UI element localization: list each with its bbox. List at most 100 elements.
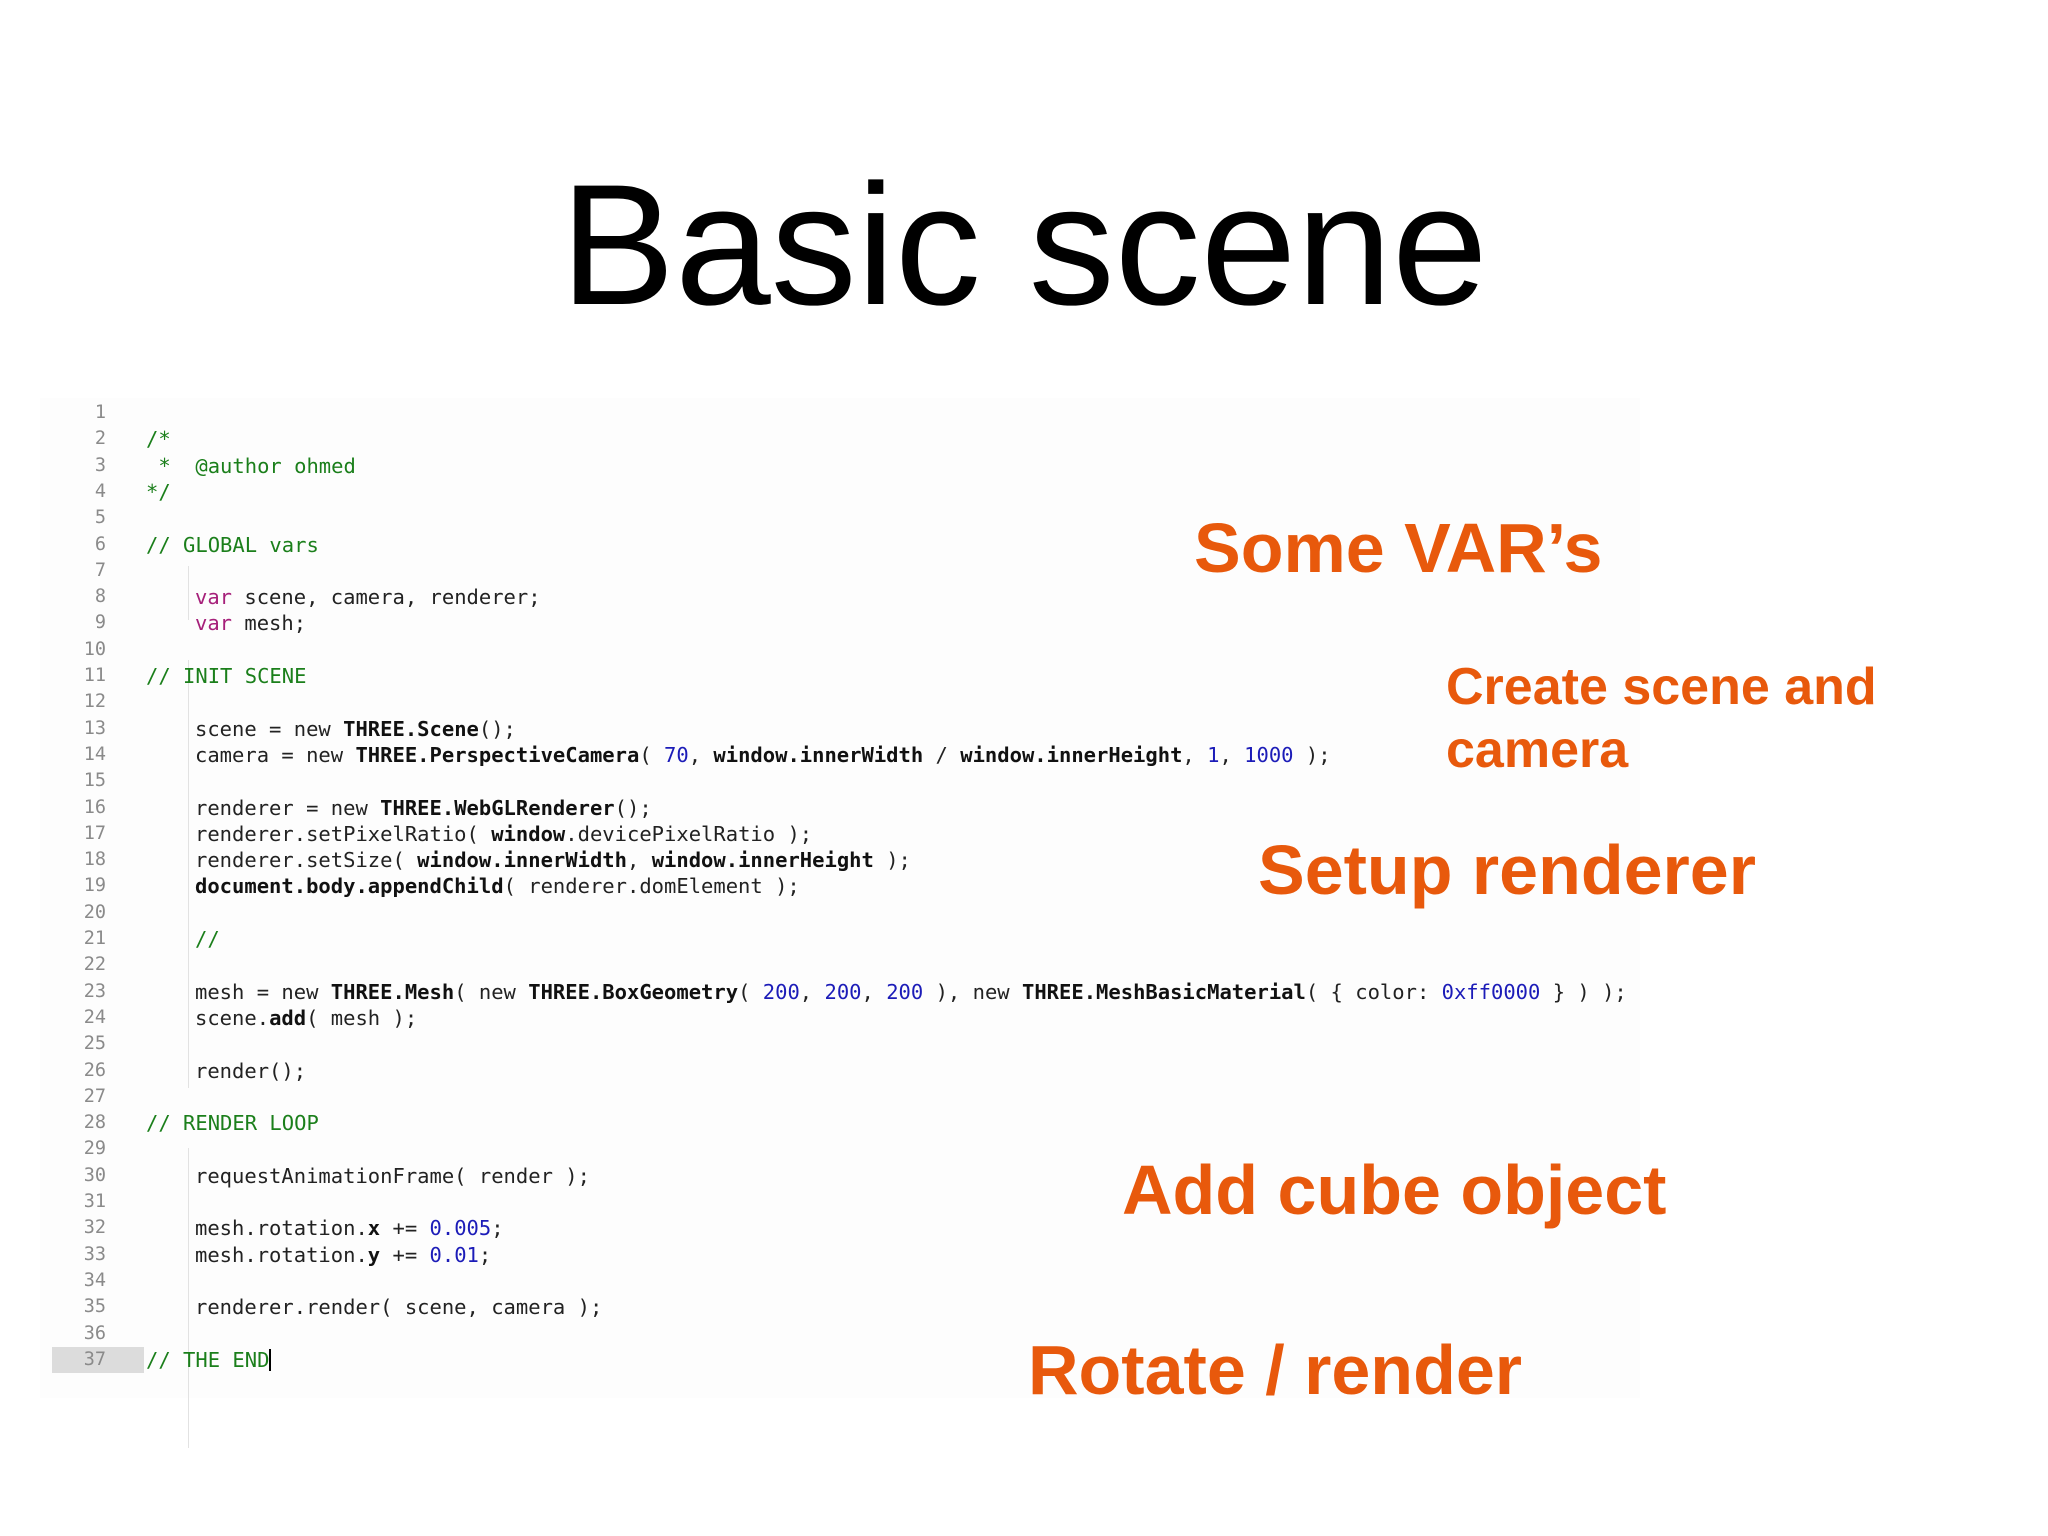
- code-token: requestAnimationFrame( render );: [195, 1163, 590, 1188]
- line-number-text: 23: [83, 980, 106, 1002]
- code-line[interactable]: 5: [40, 505, 1640, 531]
- line-number-text: 5: [94, 507, 106, 529]
- code-token: ,: [1219, 742, 1245, 767]
- code-line[interactable]: 25: [40, 1031, 1640, 1057]
- code-text: // RENDER LOOP: [146, 1110, 319, 1136]
- line-number: 6: [52, 532, 144, 558]
- code-token: // THE END: [146, 1347, 270, 1372]
- line-number: 21: [52, 926, 144, 952]
- code-token: window.innerWidth: [713, 742, 924, 767]
- code-line[interactable]: 20: [40, 900, 1640, 926]
- code-token: renderer.setPixelRatio(: [195, 821, 492, 846]
- code-line[interactable]: 34: [40, 1268, 1640, 1294]
- code-line[interactable]: 1: [40, 400, 1640, 426]
- line-number-text: 35: [83, 1296, 106, 1318]
- code-line[interactable]: 15: [40, 768, 1640, 794]
- code-token: THREE.Mesh: [330, 979, 455, 1004]
- line-number: 11: [52, 663, 144, 689]
- code-line[interactable]: 10: [40, 637, 1640, 663]
- code-line[interactable]: 21 //: [40, 926, 1640, 952]
- code-line[interactable]: 6// GLOBAL vars: [40, 532, 1640, 558]
- code-token: */: [146, 479, 171, 504]
- code-token: 0xff0000: [1441, 979, 1541, 1004]
- code-token: mesh.rotation.: [195, 1216, 368, 1241]
- code-text: camera = new THREE.PerspectiveCamera( 70…: [195, 742, 1331, 768]
- code-line[interactable]: 3 * @author ohmed: [40, 453, 1640, 479]
- line-number: 5: [52, 505, 144, 531]
- code-line[interactable]: 32 mesh.rotation.x += 0.005;: [40, 1215, 1640, 1241]
- code-line[interactable]: 27: [40, 1084, 1640, 1110]
- line-number: 22: [52, 952, 144, 978]
- code-line[interactable]: 36: [40, 1321, 1640, 1347]
- code-line[interactable]: 37// THE END: [40, 1346, 1640, 1374]
- code-line[interactable]: 4*/: [40, 479, 1640, 505]
- line-number-text: 24: [83, 1006, 106, 1028]
- line-number-text: 11: [83, 665, 106, 686]
- annotation-add-cube: Add cube object: [1122, 1151, 1667, 1229]
- line-number-text: 22: [83, 954, 106, 976]
- line-number-text: 27: [83, 1085, 106, 1107]
- code-token: (: [738, 979, 763, 1004]
- code-line[interactable]: 7: [40, 558, 1640, 584]
- code-token: 1000: [1244, 742, 1294, 767]
- code-token: scene.: [195, 1005, 270, 1030]
- line-number: 8: [52, 584, 144, 610]
- code-line[interactable]: 12: [40, 689, 1640, 715]
- code-line[interactable]: 31: [40, 1189, 1640, 1215]
- line-number-text: 32: [83, 1217, 106, 1239]
- code-text: var scene, camera, renderer;: [195, 584, 541, 610]
- code-token: +=: [380, 1216, 430, 1241]
- code-token: document.body.appendChild: [195, 874, 504, 899]
- code-line[interactable]: 2 /*: [40, 426, 1640, 452]
- code-text: renderer.setSize( window.innerWidth, win…: [195, 847, 911, 873]
- code-text: /*: [146, 426, 171, 452]
- code-token: window.innerHeight: [960, 742, 1183, 767]
- line-number: 32: [52, 1215, 144, 1241]
- line-number-text: 2: [94, 428, 106, 450]
- line-number-text: 12: [83, 691, 106, 713]
- code-text: mesh.rotation.x += 0.005;: [195, 1215, 504, 1241]
- code-line[interactable]: 35 renderer.render( scene, camera );: [40, 1294, 1640, 1320]
- code-token: /*: [146, 427, 171, 452]
- code-token: );: [1293, 742, 1331, 767]
- code-line[interactable]: 14 camera = new THREE.PerspectiveCamera( …: [40, 742, 1640, 768]
- line-number-text: 10: [83, 638, 106, 660]
- annotation-create-scene-line2: camera: [1446, 721, 1629, 779]
- line-number-text: 14: [83, 743, 106, 765]
- code-text: */: [146, 479, 171, 505]
- line-number-text: 7: [94, 559, 106, 581]
- line-number: 20: [52, 900, 144, 926]
- code-token: ();: [614, 795, 652, 820]
- line-number-text: 17: [83, 822, 106, 844]
- code-text: // INIT SCENE: [146, 663, 306, 689]
- code-line[interactable]: 11 // INIT SCENE: [40, 663, 1640, 689]
- code-token: x: [367, 1216, 381, 1241]
- code-token: // GLOBAL vars: [146, 532, 319, 557]
- line-number: 14: [52, 742, 144, 768]
- code-text: renderer.render( scene, camera );: [195, 1294, 602, 1320]
- code-token: y: [367, 1242, 381, 1267]
- code-token: //: [195, 927, 220, 951]
- code-line[interactable]: 28// RENDER LOOP: [40, 1110, 1640, 1136]
- code-token: scene = new: [195, 716, 344, 741]
- code-line[interactable]: 22: [40, 952, 1640, 978]
- code-token: var: [195, 611, 233, 636]
- code-token: );: [873, 848, 911, 873]
- code-line[interactable]: 8 var scene, camera, renderer;: [40, 584, 1640, 610]
- code-token: .devicePixelRatio );: [565, 821, 813, 846]
- code-token: mesh.rotation.: [195, 1242, 368, 1267]
- line-number: 25: [52, 1031, 144, 1057]
- code-line[interactable]: 29: [40, 1136, 1640, 1162]
